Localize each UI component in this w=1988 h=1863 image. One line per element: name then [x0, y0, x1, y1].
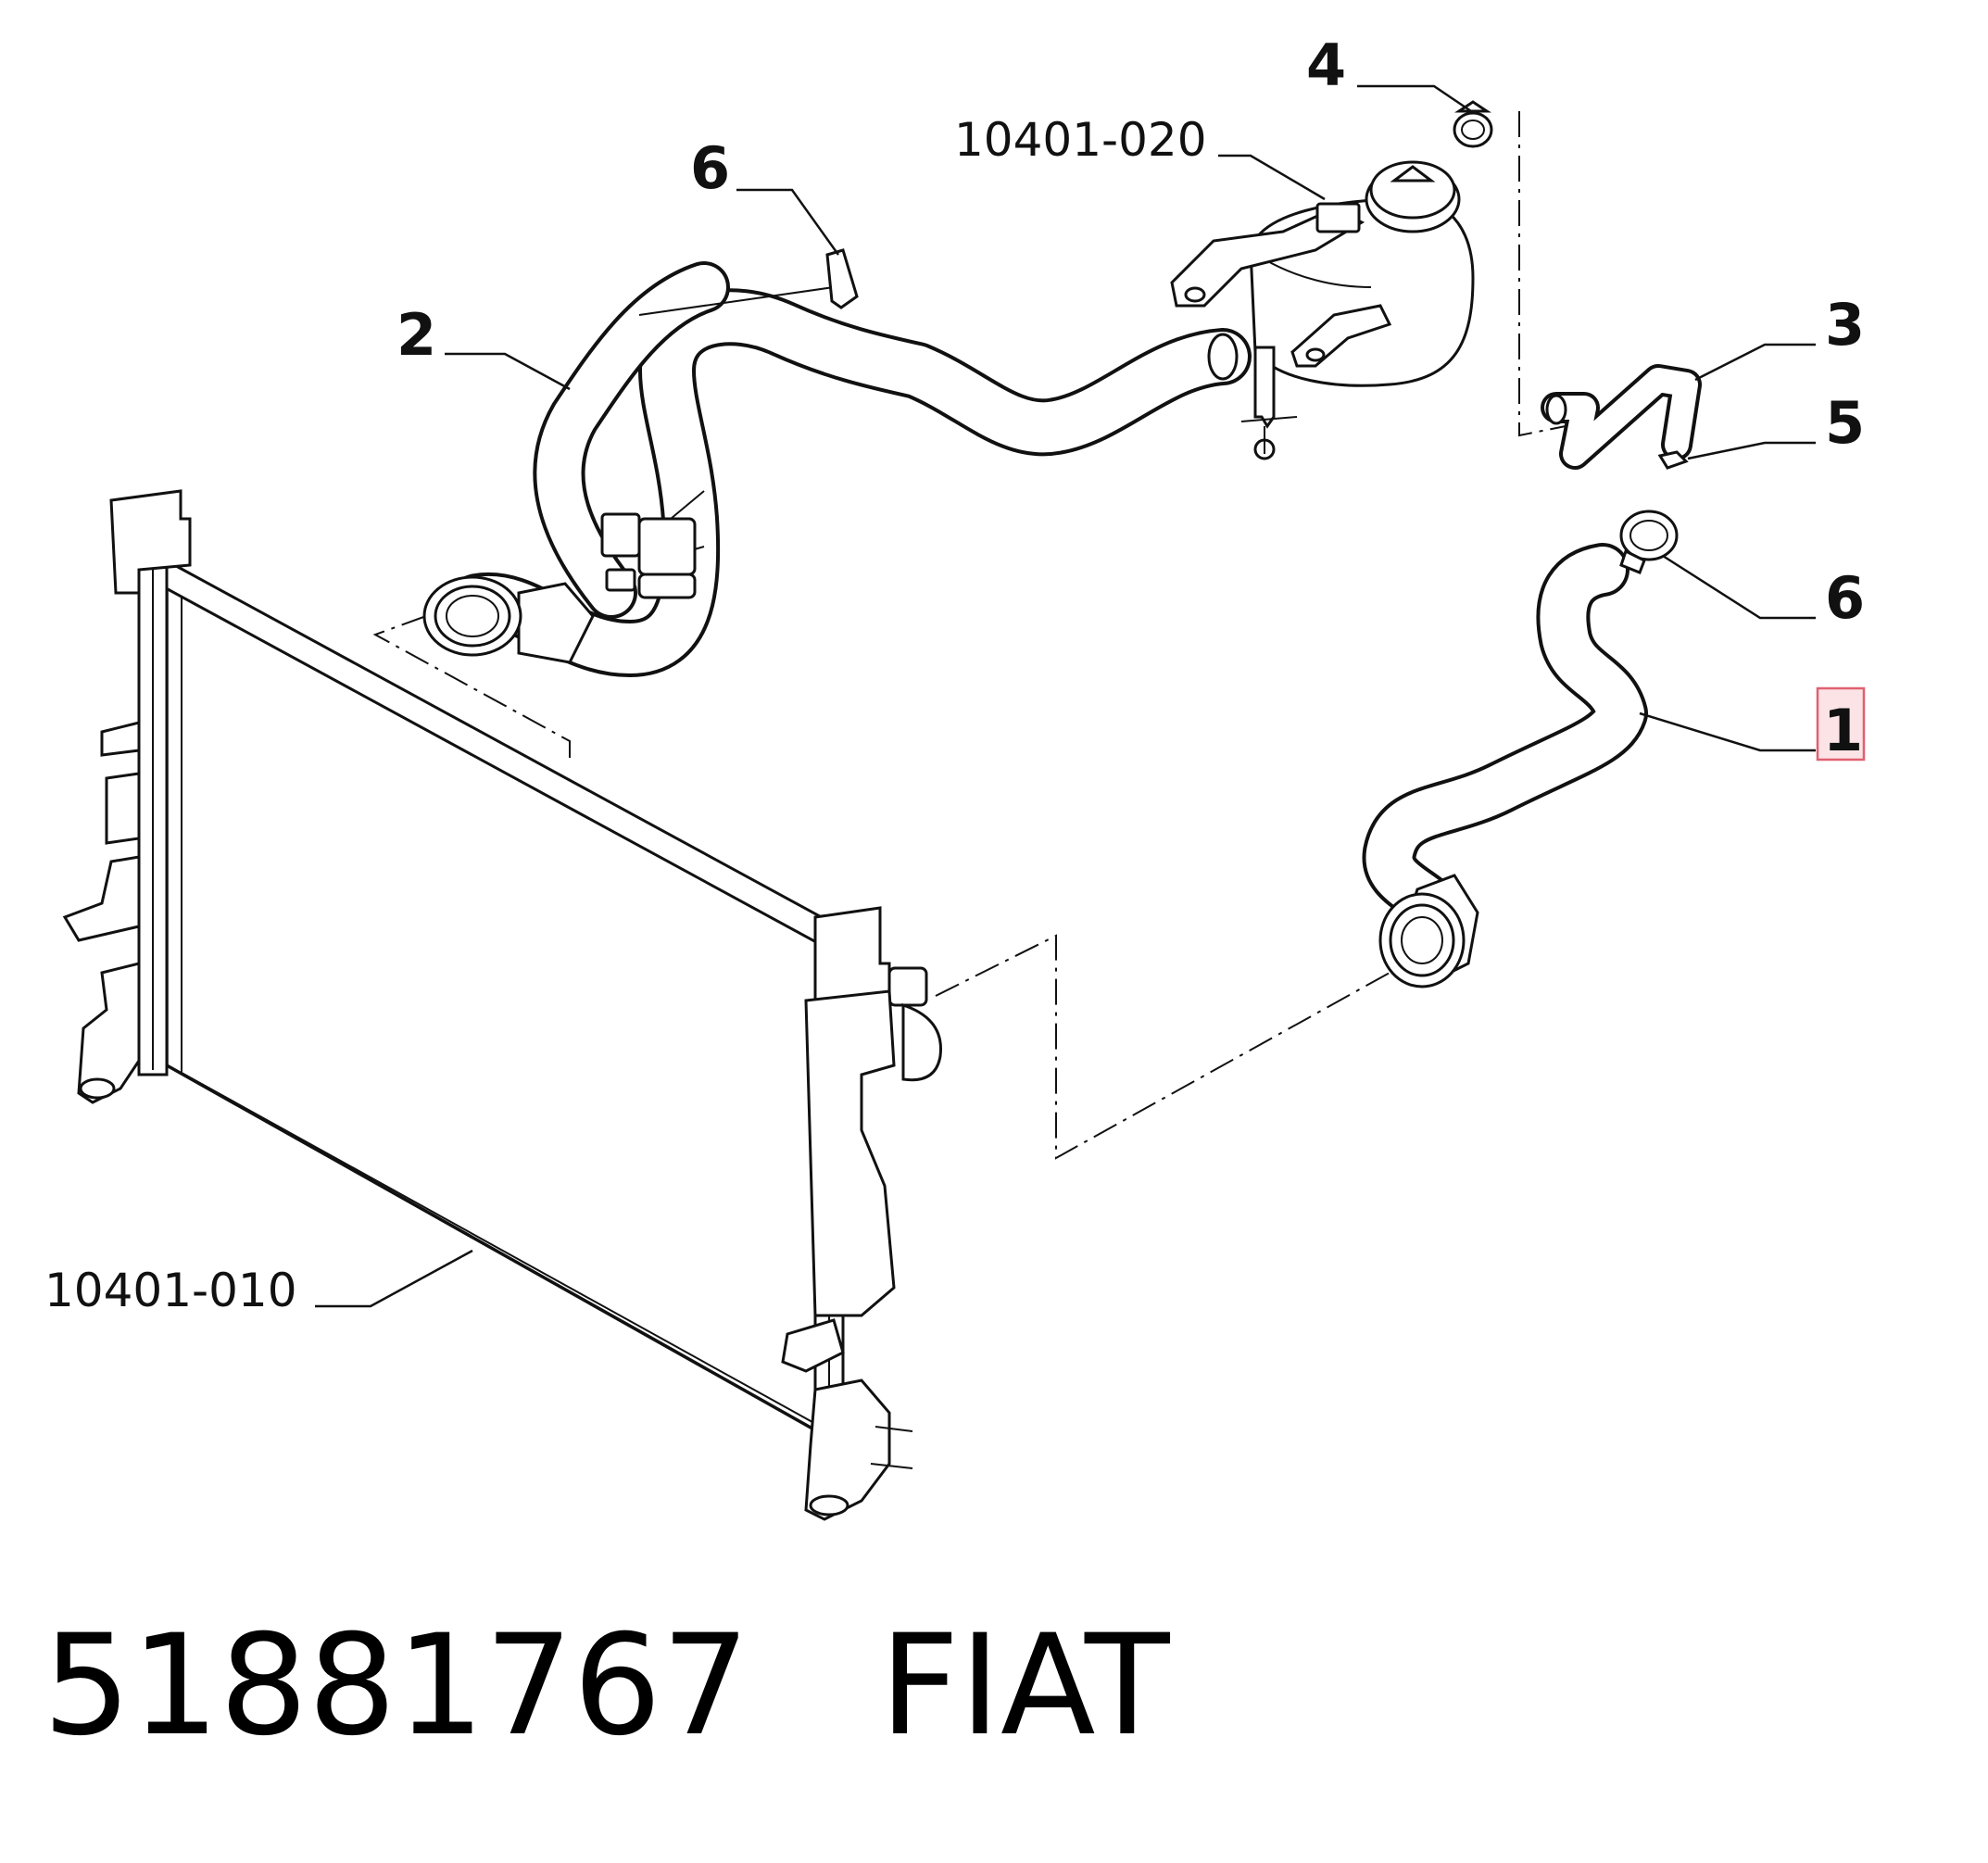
- hose-3: [1541, 364, 1702, 470]
- clip-6-upper: [825, 248, 859, 309]
- callout-3: 3: [1825, 291, 1865, 359]
- hose-1: [1362, 543, 1648, 988]
- radiator: [62, 489, 942, 1521]
- callout-4: 4: [1306, 31, 1346, 99]
- ref-radiator: 10401-010: [44, 1264, 297, 1317]
- callout-6-upper: 6: [690, 134, 730, 202]
- ref-reservoir: 10401-020: [954, 113, 1207, 167]
- callout-1: 1: [1823, 697, 1863, 764]
- callout-2: 2: [396, 301, 436, 369]
- expansion-reservoir: [1170, 160, 1475, 460]
- brand-name: FIAT: [879, 1605, 1170, 1767]
- callout-1-highlight: [1816, 686, 1866, 762]
- clamp-6-lower: [1619, 510, 1679, 574]
- clip-5: [1657, 450, 1689, 470]
- clamp-4: [1453, 100, 1493, 148]
- leader-lines: [315, 84, 1816, 1308]
- callout-5: 5: [1825, 389, 1865, 457]
- assembly-guide-lines: [372, 111, 1566, 1160]
- callout-6-lower: 6: [1825, 564, 1865, 632]
- hose-2: [422, 261, 1252, 677]
- part-number: 51881767: [43, 1605, 750, 1767]
